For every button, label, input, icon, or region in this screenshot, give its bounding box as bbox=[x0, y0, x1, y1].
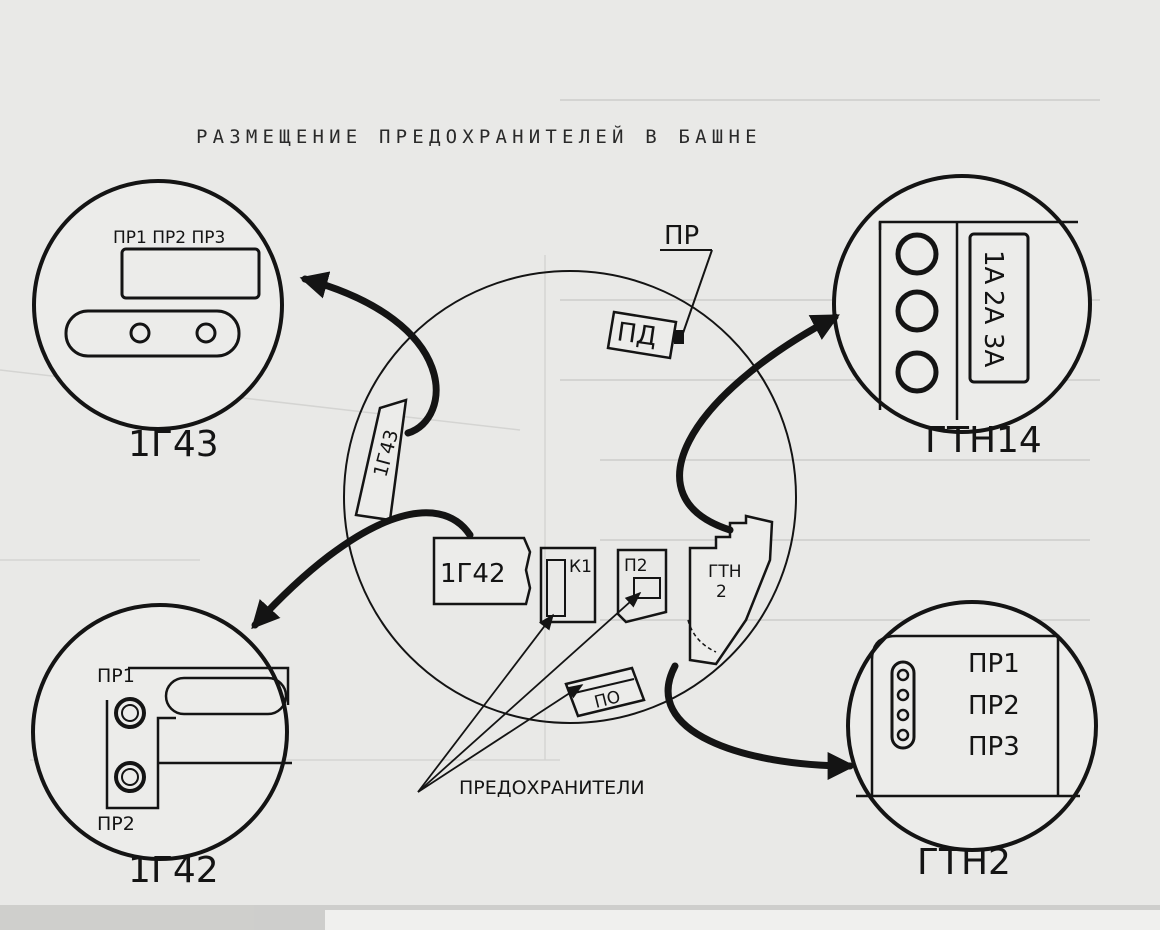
detail-1g42-pr1-label: ПР1 bbox=[97, 665, 135, 687]
turret-block-k1-label: К1 bbox=[569, 557, 592, 577]
detail-1g42: ПР1 ПР2 1Г42 bbox=[31, 603, 292, 891]
turret-block-gtn2-label-top: ГТН bbox=[708, 562, 742, 582]
detail-gtn14-label-1a: 1А bbox=[978, 250, 1008, 285]
turret-block-1g42-label: 1Г42 bbox=[440, 559, 505, 589]
diagram-title: РАЗМЕЩЕНИЕ ПРЕДОХРАНИТЕЛЕЙ В БАШНЕ bbox=[196, 126, 762, 148]
turret-block-pd: ПД ПР bbox=[606, 221, 713, 360]
detail-gtn14: 1А 2А 3А ГТН14 bbox=[832, 174, 1092, 461]
detail-gtn14-caption: ГТН14 bbox=[925, 420, 1042, 461]
detail-gtn2: ПР1 ПР2 ПР3 ГТН2 bbox=[846, 600, 1098, 883]
fuse-leader-arrows bbox=[417, 591, 642, 793]
detail-1g42-pr2-label: ПР2 bbox=[97, 813, 135, 835]
fuse-pr2-icon bbox=[114, 761, 146, 793]
arrow-to-1g43 bbox=[299, 271, 440, 437]
turret-block-p2-label: П2 bbox=[624, 556, 648, 576]
fuse-label-plate bbox=[968, 232, 1030, 384]
turret-block-1g43: 1Г43 bbox=[354, 398, 408, 522]
fuse-1a-icon bbox=[895, 232, 939, 276]
turret-block-1g42: 1Г42 bbox=[432, 536, 532, 606]
fuse-strip bbox=[890, 660, 916, 750]
detail-gtn2-caption: ГТН2 bbox=[917, 842, 1011, 883]
detail-gtn2-label-pr3: ПР3 bbox=[968, 732, 1020, 762]
fuse-holder bbox=[120, 247, 261, 300]
fuse-pr1-icon bbox=[114, 697, 146, 729]
detail-1g43-caption: 1Г43 bbox=[128, 424, 219, 465]
connector-arrows bbox=[251, 271, 856, 780]
turret-block-po: ПО bbox=[564, 666, 646, 718]
detail-1g42-caption: 1Г42 bbox=[128, 850, 219, 891]
turret-block-gtn2-label-bottom: 2 bbox=[716, 582, 727, 602]
detail-1g43-fuse-labels: ПР1 ПР2 ПР3 bbox=[113, 228, 225, 248]
fuse-pr-icon bbox=[674, 330, 684, 344]
turret-ring bbox=[343, 270, 797, 724]
fuse-2a-icon bbox=[895, 289, 939, 333]
mounting-plate bbox=[64, 309, 241, 358]
arrow-to-1g42 bbox=[251, 509, 474, 630]
detail-gtn2-label-pr1: ПР1 bbox=[968, 649, 1020, 679]
fuse-3a-icon bbox=[895, 350, 939, 394]
turret-block-gtn2: ГТН 2 bbox=[687, 514, 774, 666]
screw-icon bbox=[129, 322, 151, 344]
detail-gtn14-label-3a: 3А bbox=[978, 333, 1008, 368]
detail-1g43: ПР1 ПР2 ПР3 1Г43 bbox=[32, 179, 284, 465]
turret-label-pr: ПР bbox=[664, 221, 699, 251]
turret-block-k1: К1 bbox=[539, 546, 597, 624]
turret-block-p2: П2 bbox=[616, 548, 668, 624]
arrow-to-gtn14 bbox=[676, 313, 840, 534]
detail-gtn2-label-pr2: ПР2 bbox=[968, 691, 1020, 721]
detail-gtn14-label-2a: 2А bbox=[978, 290, 1008, 325]
screw-icon bbox=[195, 322, 217, 344]
arrow-to-gtn2 bbox=[664, 662, 856, 780]
turret-block-pd-label: ПД bbox=[615, 317, 659, 352]
turret-label-fuses: ПРЕДОХРАНИТЕЛИ bbox=[459, 777, 645, 799]
